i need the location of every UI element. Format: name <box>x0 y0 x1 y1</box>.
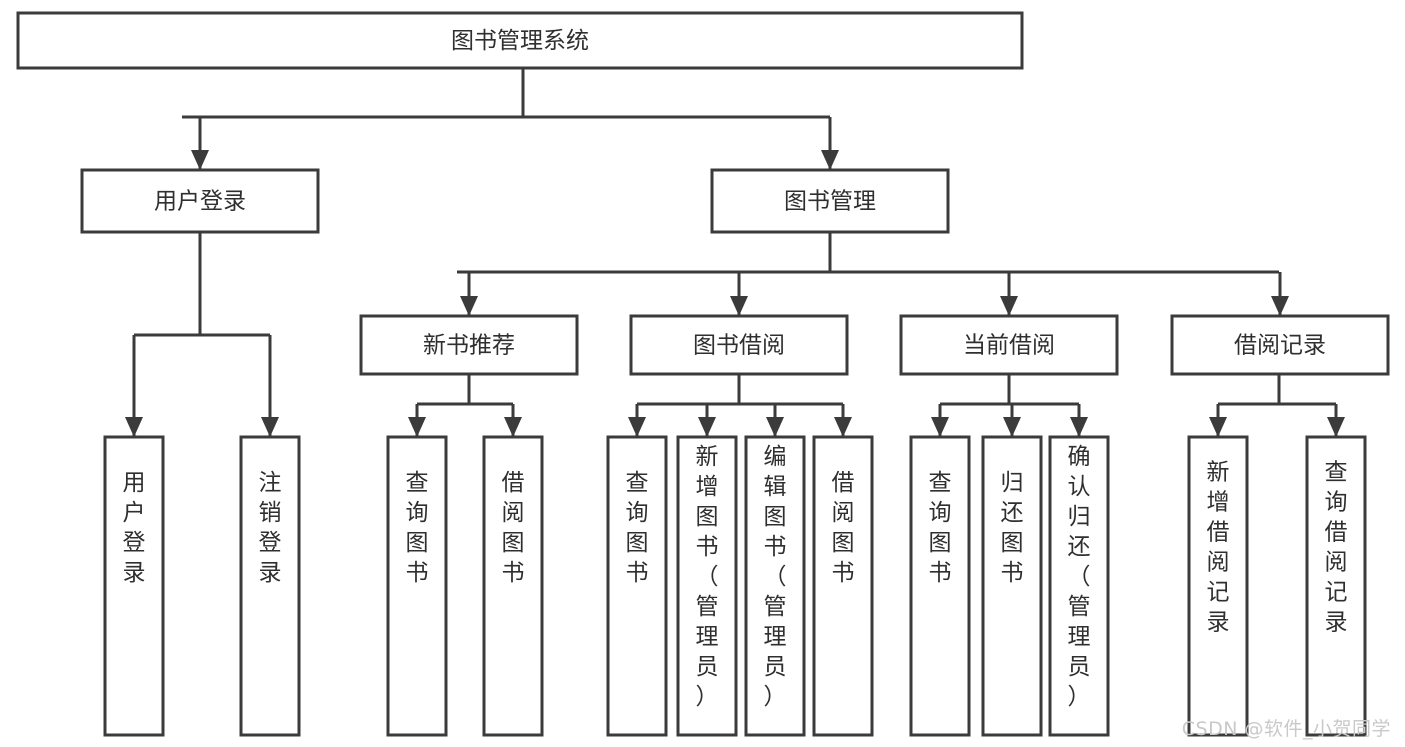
node-box <box>899 314 1119 376</box>
node-box <box>16 11 1024 70</box>
watermark-text: CSDN @软件_小贺同学 <box>1181 718 1391 740</box>
node-label: 编辑图书（管理员） <box>764 444 787 710</box>
node-l-bb-add[interactable]: 新增图书（管理员） <box>676 435 738 737</box>
node-label: 新书推荐 <box>423 333 515 359</box>
node-l-rec-add[interactable]: 新增借阅记录 <box>1187 435 1249 737</box>
node-label: 归还图书 <box>1001 470 1024 586</box>
arrow-head-icon-l_bb_query <box>628 417 646 437</box>
arrow-head-icon-l_nb_borrow <box>504 417 522 437</box>
arrow-head-icon-l_bb_edit <box>766 417 784 437</box>
node-label: 图书借阅 <box>693 333 785 359</box>
node-label: 用户登录 <box>154 189 246 215</box>
node-label: 查询借阅记录 <box>1325 460 1348 636</box>
node-label: 查询图书 <box>626 470 649 586</box>
node-box <box>482 435 544 737</box>
arrow-head-icon-l_rec_add <box>1209 417 1227 437</box>
node-l-rec-query[interactable]: 查询借阅记录 <box>1305 435 1367 737</box>
edges-layer <box>125 68 1345 437</box>
node-label: 图书管理 <box>784 189 876 215</box>
node-box <box>1048 435 1110 737</box>
node-label: 借阅记录 <box>1234 333 1326 359</box>
node-n-record[interactable]: 借阅记录 <box>1170 314 1390 376</box>
node-l-bb-query[interactable]: 查询图书 <box>606 435 668 737</box>
node-box <box>812 435 874 737</box>
arrow-head-icon-n_record <box>1271 296 1289 316</box>
node-box <box>386 435 448 737</box>
node-label: 查询图书 <box>929 470 952 586</box>
node-n-borrow[interactable]: 图书借阅 <box>629 314 849 376</box>
arrow-head-icon-n_book_mgmt <box>821 150 839 170</box>
node-box <box>359 314 579 376</box>
node-n-book-mgmt[interactable]: 图书管理 <box>710 168 950 234</box>
node-l-cb-query[interactable]: 查询图书 <box>909 435 971 737</box>
arrow-head-icon-l_nb_query <box>408 417 426 437</box>
arrow-head-icon-n_current <box>1000 296 1018 316</box>
arrow-head-icon-l_logout <box>261 417 279 437</box>
node-box <box>629 314 849 376</box>
node-n-current[interactable]: 当前借阅 <box>899 314 1119 376</box>
node-box <box>1187 435 1249 737</box>
arrow-head-icon-l_bb_borrow <box>834 417 852 437</box>
node-label: 确认归还（管理员） <box>1068 444 1091 710</box>
arrow-head-icon-l_rec_query <box>1327 417 1345 437</box>
nodes-layer: 图书管理系统用户登录图书管理新书推荐图书借阅当前借阅借阅记录用户登录注销登录查询… <box>16 11 1390 737</box>
arrow-head-icon-n_user_login <box>191 150 209 170</box>
arrow-head-icon-n_new_book <box>460 296 478 316</box>
node-l-cb-confirm[interactable]: 确认归还（管理员） <box>1048 435 1110 737</box>
node-label: 新增图书（管理员） <box>696 444 719 710</box>
node-box <box>1305 435 1367 737</box>
arrow-head-icon-n_borrow <box>730 296 748 316</box>
node-box <box>909 435 971 737</box>
node-label: 借阅图书 <box>832 470 855 586</box>
node-box <box>80 168 320 234</box>
node-l-cb-return[interactable]: 归还图书 <box>981 435 1043 737</box>
node-n-new-book[interactable]: 新书推荐 <box>359 314 579 376</box>
node-label: 借阅图书 <box>502 470 525 586</box>
node-label: 当前借阅 <box>963 333 1055 359</box>
node-box <box>103 435 165 737</box>
node-box <box>744 435 806 737</box>
node-n-user-login[interactable]: 用户登录 <box>80 168 320 234</box>
node-l-user-login[interactable]: 用户登录 <box>103 435 165 737</box>
node-l-logout[interactable]: 注销登录 <box>239 435 301 737</box>
node-label: 图书管理系统 <box>451 28 589 54</box>
arrow-head-icon-l_cb_confirm <box>1070 417 1088 437</box>
node-box <box>981 435 1043 737</box>
node-box <box>239 435 301 737</box>
arrow-head-icon-l_cb_query <box>931 417 949 437</box>
node-l-bb-edit[interactable]: 编辑图书（管理员） <box>744 435 806 737</box>
node-box <box>606 435 668 737</box>
node-label: 用户登录 <box>123 470 146 586</box>
arrow-head-icon-l_user_login <box>125 417 143 437</box>
node-box <box>676 435 738 737</box>
node-label: 查询图书 <box>406 470 429 586</box>
node-label: 新增借阅记录 <box>1207 460 1230 636</box>
node-box <box>710 168 950 234</box>
arrow-head-icon-l_bb_add <box>698 417 716 437</box>
node-l-nb-query[interactable]: 查询图书 <box>386 435 448 737</box>
node-label: 注销登录 <box>259 470 282 586</box>
node-root[interactable]: 图书管理系统 <box>16 11 1024 70</box>
arrow-head-icon-l_cb_return <box>1003 417 1021 437</box>
node-l-bb-borrow[interactable]: 借阅图书 <box>812 435 874 737</box>
node-l-nb-borrow[interactable]: 借阅图书 <box>482 435 544 737</box>
node-box <box>1170 314 1390 376</box>
